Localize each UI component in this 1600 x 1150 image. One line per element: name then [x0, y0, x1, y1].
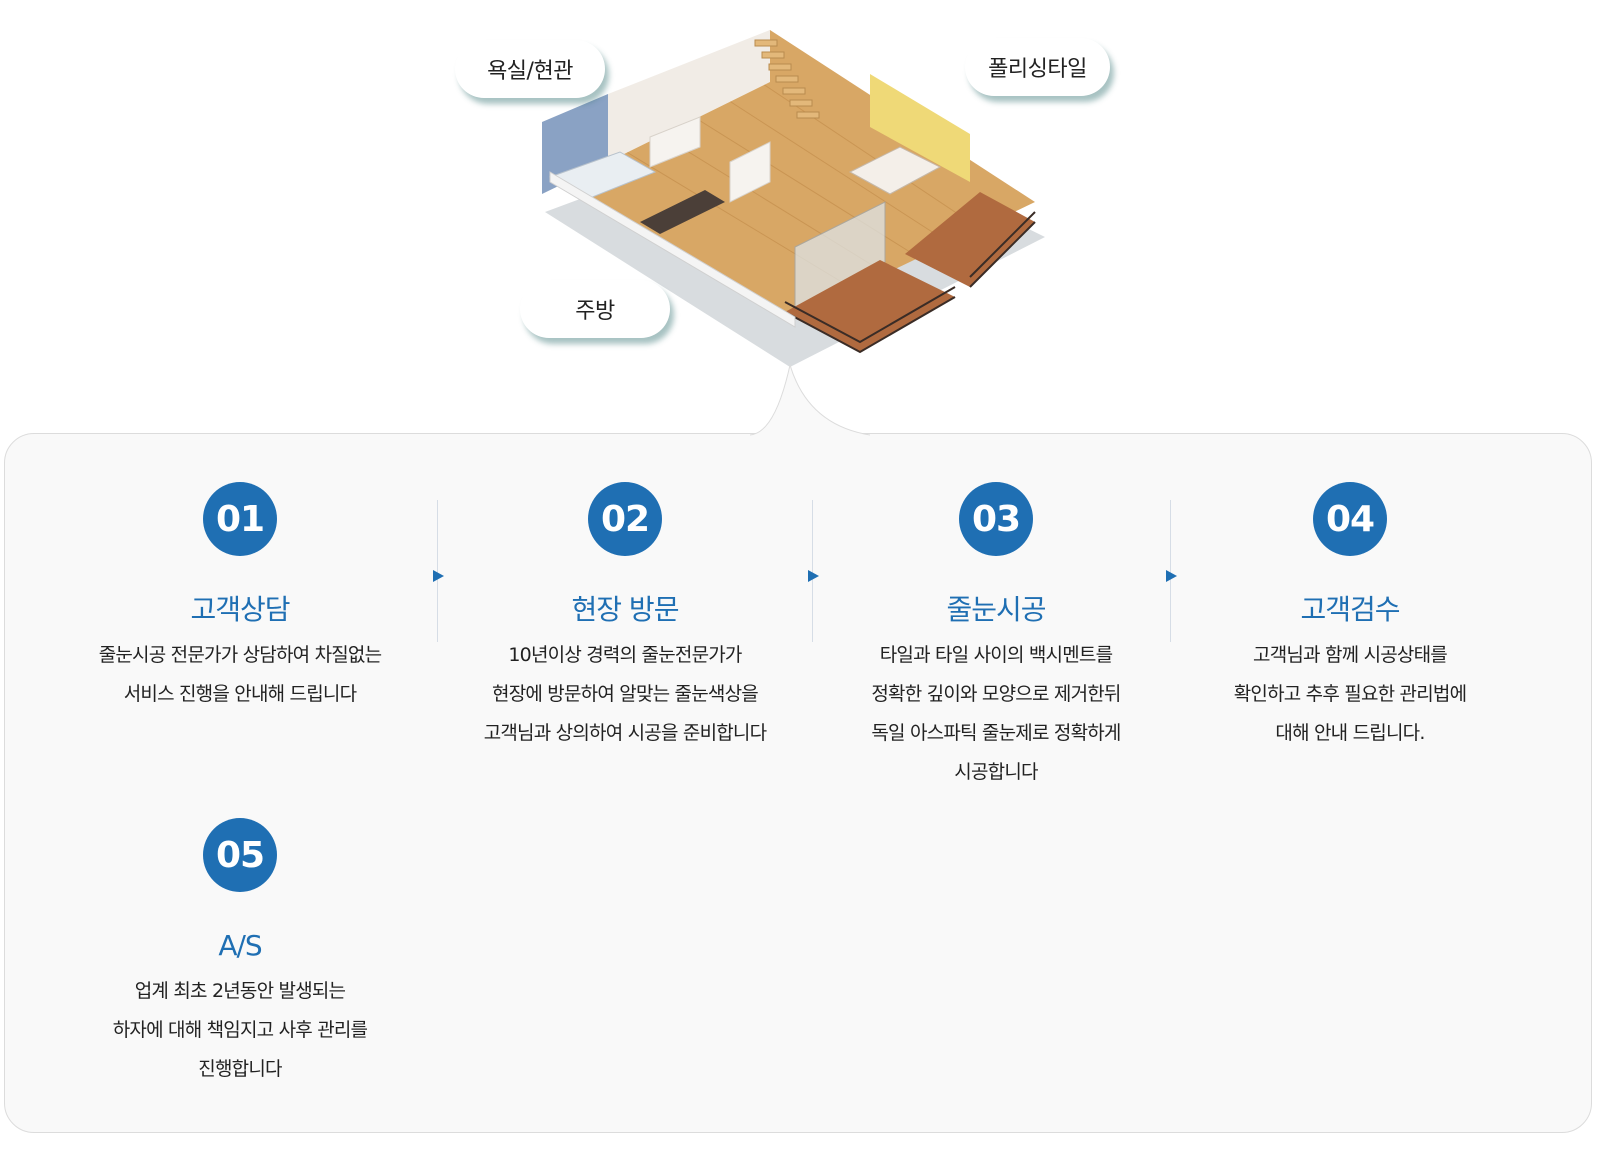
bathroom-entrance-label: 욕실/현관 — [455, 40, 605, 98]
step-3: 03 줄눈시공 타일과 타일 사이의 백시멘트를 정확한 깊이와 모양으로 제거… — [806, 482, 1186, 792]
arrow-right-icon — [808, 570, 819, 582]
step-description: 고객님과 함께 시공상태를 확인하고 추후 필요한 관리법에 대해 안내 드립니… — [1233, 644, 1467, 744]
step-title: A/S — [218, 929, 262, 962]
step-description: 타일과 타일 사이의 백시멘트를 정확한 깊이와 모양으로 제거한뒤 독일 아스… — [871, 644, 1121, 783]
step-number-badge: 04 — [1313, 482, 1387, 556]
step-number-badge: 02 — [588, 482, 662, 556]
arrow-right-icon — [1166, 570, 1177, 582]
step-title: 줄눈시공 — [946, 593, 1046, 626]
step-number-badge: 05 — [203, 818, 277, 892]
step-title: 현장 방문 — [571, 593, 680, 626]
speech-notch — [750, 365, 870, 437]
step-description: 10년이상 경력의 줄눈전문가가 현장에 방문하여 알맞는 줄눈색상을 고객님과… — [483, 644, 767, 744]
kitchen-label: 주방 — [520, 280, 670, 338]
step-1: 01 고객상담 줄눈시공 전문가가 상담하여 차질없는 서비스 진행을 안내해 … — [50, 482, 430, 714]
step-5: 05 A/S 업계 최초 2년동안 발생되는 하자에 대해 책임지고 사후 관리… — [50, 818, 430, 1089]
polishing-tile-label: 폴리싱타일 — [965, 38, 1110, 96]
step-number-badge: 03 — [959, 482, 1033, 556]
arrow-right-icon — [433, 570, 444, 582]
step-description: 줄눈시공 전문가가 상담하여 차질없는 서비스 진행을 안내해 드립니다 — [98, 644, 382, 705]
step-4: 04 고객검수 고객님과 함께 시공상태를 확인하고 추후 필요한 관리법에 대… — [1160, 482, 1540, 753]
house-illustration — [542, 30, 1045, 367]
step-2: 02 현장 방문 10년이상 경력의 줄눈전문가가 현장에 방문하여 알맞는 줄… — [435, 482, 815, 753]
step-description: 업계 최초 2년동안 발생되는 하자에 대해 책임지고 사후 관리를 진행합니다 — [112, 980, 368, 1080]
step-title: 고객검수 — [1300, 593, 1400, 626]
step-number-badge: 01 — [203, 482, 277, 556]
process-panel — [4, 433, 1592, 1133]
step-title: 고객상담 — [190, 593, 290, 626]
